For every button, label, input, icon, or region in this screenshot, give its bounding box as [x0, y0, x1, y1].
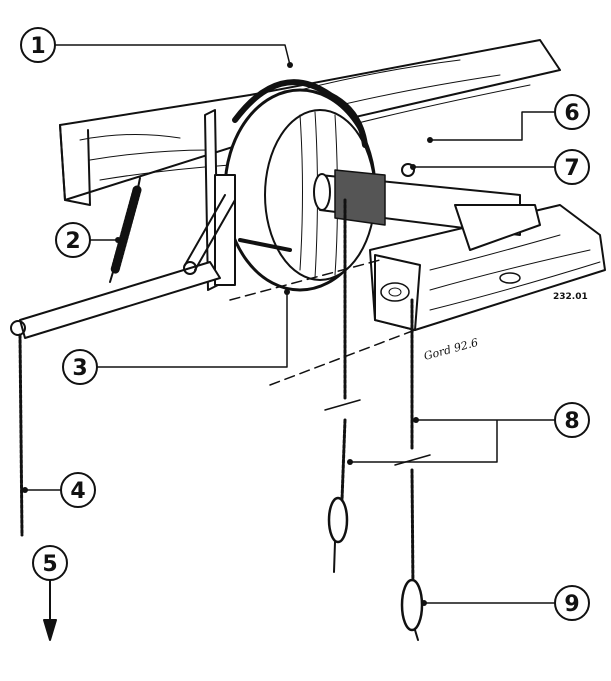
- drawing-code: 232.01: [553, 292, 588, 302]
- callout-8: [554, 402, 590, 438]
- ropes: [18, 198, 431, 641]
- callout-4: [60, 472, 96, 508]
- callout-7: [554, 149, 590, 185]
- leader-dots: [22, 62, 433, 606]
- callout-6: [554, 94, 590, 130]
- projection-lines: [229, 259, 416, 386]
- callout-label-9: 9: [564, 592, 579, 617]
- signature: Gord 92.6: [422, 336, 479, 363]
- lower-beam: [369, 204, 606, 331]
- callout-3: [62, 349, 98, 385]
- spring: [109, 177, 142, 283]
- callout-label-3: 3: [72, 356, 87, 381]
- winch-shaft: [313, 163, 541, 251]
- callout-label-1: 1: [30, 34, 45, 59]
- callout-label-4: 4: [70, 479, 85, 504]
- callout-label-6: 6: [564, 101, 579, 126]
- callout-1: [20, 27, 56, 63]
- callout-9: [554, 585, 590, 621]
- arrow-down-icon: [43, 579, 57, 641]
- callout-label-7: 7: [564, 156, 579, 181]
- brake-lever: [10, 109, 292, 339]
- callout-2: [55, 222, 91, 258]
- callout-label-2: 2: [65, 229, 80, 254]
- callout-5: [32, 545, 68, 581]
- callout-label-5: 5: [42, 552, 57, 577]
- callout-label-8: 8: [564, 409, 579, 434]
